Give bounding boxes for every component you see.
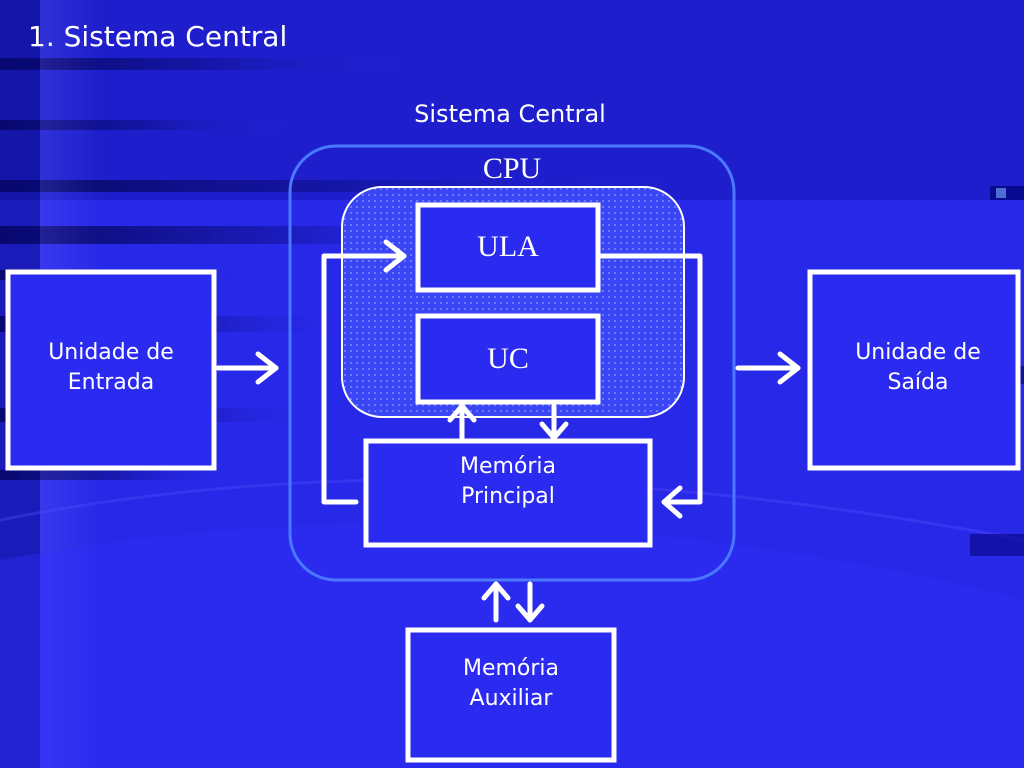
arrow-memoria-to-uc [447,403,477,441]
unidade-saida-line1: Unidade de [855,340,981,365]
uc-box [415,313,601,405]
memoria-auxiliar-label: Memória Auxiliar [408,654,614,714]
unidade-saida-line2: Saída [887,370,949,395]
unidade-entrada-label: Unidade de Entrada [8,338,214,398]
sistema-central-label: Sistema Central [414,100,606,128]
system-boundary [288,144,736,582]
unidade-entrada-box [5,269,217,471]
unidade-entrada-line1: Unidade de [48,340,174,365]
arrow-central-to-auxiliar [515,581,545,623]
unidade-saida-box [807,269,1021,471]
memoria-auxiliar-box [405,627,617,763]
arrow-system-to-saida [735,351,801,385]
memoria-auxiliar-line1: Memória [462,656,560,681]
unidade-entrada-line2: Entrada [67,370,155,395]
slide-title: 1. Sistema Central [28,20,288,53]
ula-label: ULA [477,230,539,263]
ula-box [415,202,601,293]
arrow-auxiliar-to-central [481,581,511,623]
arrow-ula-to-memoria [597,253,703,519]
memoria-auxiliar-line2: Auxiliar [469,686,553,711]
memoria-principal-box [363,438,653,548]
cpu-label: CPU [482,152,542,185]
memoria-principal-label: Memória Principal [366,452,650,512]
uc-label: UC [487,342,529,375]
unidade-saida-label: Unidade de Saída [814,338,1022,398]
arrow-entrada-to-system [215,351,279,385]
memoria-principal-line1: Memória [459,454,557,479]
arrow-uc-to-memoria [539,403,569,441]
arrow-memoria-to-ula [321,239,407,505]
memoria-principal-line2: Principal [461,484,555,509]
